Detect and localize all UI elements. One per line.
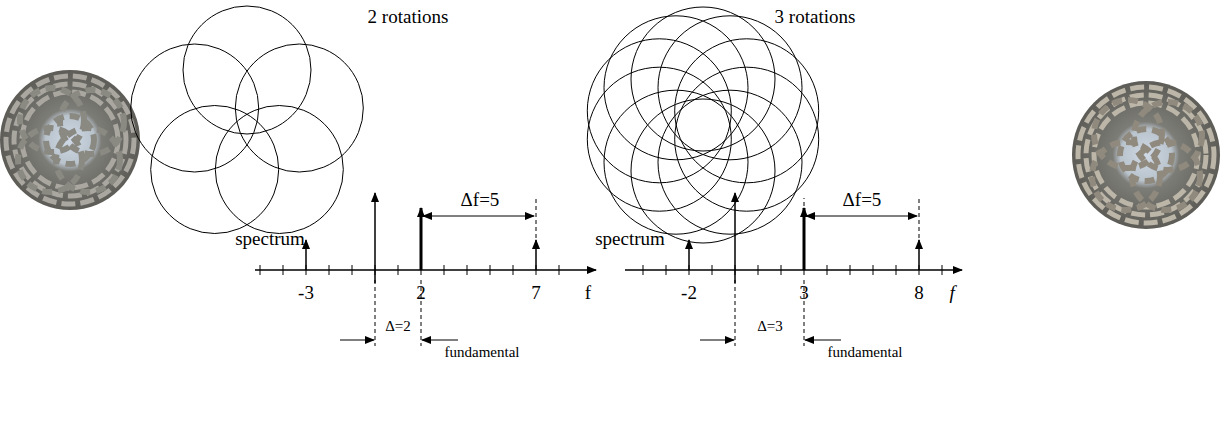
axis-tick <box>513 265 514 275</box>
epicycle-circle <box>151 106 279 234</box>
axis-tick <box>850 265 851 275</box>
axis-tick <box>735 265 736 275</box>
spectrum-axis <box>255 193 596 346</box>
axis-tick <box>758 265 759 275</box>
axis-tick <box>781 265 782 275</box>
axis-title: spectrum <box>235 229 305 248</box>
rope-mat <box>0 70 140 210</box>
axis-tick <box>942 265 943 275</box>
axis-tick <box>873 265 874 275</box>
axis-tick <box>712 265 713 275</box>
axis-tick <box>896 265 897 275</box>
tick-label: 2 <box>416 283 426 302</box>
spacing-label: Δf=5 <box>843 190 882 209</box>
epicycle-circle <box>604 16 748 160</box>
tick-label: -2 <box>681 283 697 302</box>
spectrum-axis <box>625 193 962 346</box>
offset-label: Δ=2 <box>385 319 411 334</box>
epicycle-circle <box>215 106 343 234</box>
fundamental-label: fundamental <box>445 345 520 360</box>
axis-tick <box>329 265 330 275</box>
rope-mat <box>1072 81 1220 229</box>
epicycle-circle <box>631 7 775 151</box>
axis-tick <box>398 265 399 275</box>
axis-label: f <box>949 283 954 302</box>
axis-tick <box>827 265 828 275</box>
axis-title: spectrum <box>595 229 665 248</box>
spacing-label: Δf=5 <box>461 190 500 209</box>
tick-label: 7 <box>531 283 541 302</box>
axis-tick <box>643 265 644 275</box>
axis-tick <box>444 265 445 275</box>
axis-tick <box>467 265 468 275</box>
axis-tick <box>490 265 491 275</box>
epicycle-circle <box>631 99 775 243</box>
axis-tick <box>666 265 667 275</box>
axis-tick <box>375 265 376 275</box>
tick-label: 3 <box>799 283 809 302</box>
figure-title: 3 rotations <box>775 7 856 26</box>
tick-label: 8 <box>914 283 924 302</box>
axis-tick <box>260 265 261 275</box>
epicycle-circle <box>235 44 363 172</box>
axis-tick <box>559 265 560 275</box>
epicycle-figure <box>131 6 364 234</box>
axis-tick <box>283 265 284 275</box>
epicycle-circle <box>131 44 259 172</box>
axis-label: f <box>585 283 591 302</box>
fundamental-label: fundamental <box>828 345 903 360</box>
epicycle-circle <box>675 67 819 211</box>
epicycle-circle <box>658 16 802 160</box>
epicycle-circle <box>587 67 731 211</box>
offset-label: Δ=3 <box>757 319 783 334</box>
figure-title: 2 rotations <box>368 7 449 26</box>
tick-label: -3 <box>298 283 314 302</box>
epicycle-figure <box>587 7 818 243</box>
axis-tick <box>352 265 353 275</box>
